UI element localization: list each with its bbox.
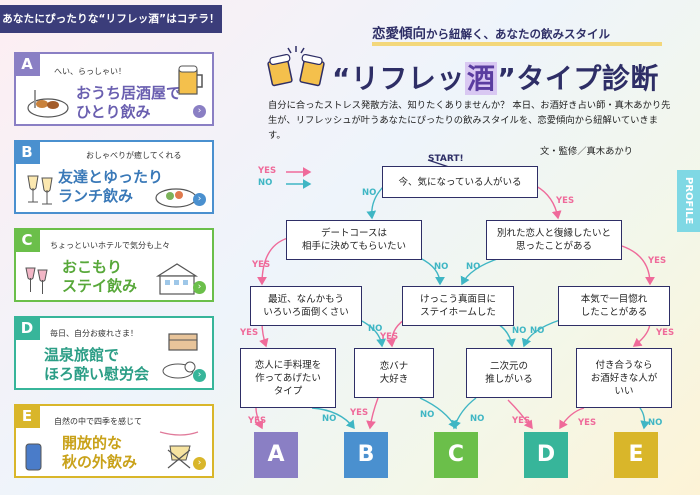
legend-no: NO bbox=[258, 178, 273, 188]
result-c[interactable]: C bbox=[434, 432, 478, 478]
title-part: ”タイプ診断 bbox=[497, 62, 659, 95]
credit-text: 文・監修／真木あかり bbox=[540, 146, 633, 157]
branch-no: NO bbox=[420, 410, 435, 420]
subtitle-highlight: 恋愛傾向 bbox=[372, 26, 426, 42]
result-card-c[interactable]: C ちょっといいホテルで気分も上々 おこもり ステイ飲み › bbox=[14, 228, 214, 302]
branch-yes: YES bbox=[556, 196, 575, 206]
branch-yes: YES bbox=[656, 328, 675, 338]
branch-no: NO bbox=[368, 324, 383, 334]
result-e[interactable]: E bbox=[614, 432, 658, 478]
branch-no: NO bbox=[322, 414, 337, 424]
food-plate-icon bbox=[27, 90, 69, 118]
question-8: 恋バナ 大好き bbox=[354, 348, 434, 398]
card-letter: A bbox=[14, 52, 40, 76]
beer-can-icon bbox=[25, 443, 42, 471]
card-title: 開放的な 秋の外飲み bbox=[62, 434, 138, 471]
result-card-b[interactable]: B おしゃべりが癒してくれる 友達とゆったり ランチ飲み › bbox=[14, 140, 214, 214]
question-6: 本気で一目惚れ したことがある bbox=[558, 286, 670, 326]
intro-text: 自分に合ったストレス発散方法、知りたくありませんか？ 本日、お酒好き占い師・真木… bbox=[268, 100, 671, 141]
card-letter: D bbox=[14, 316, 40, 340]
question-4: 最近、なんかもう いろいろ面倒くさい bbox=[250, 286, 362, 326]
question-2: デートコースは 相手に決めてもらいたい bbox=[286, 220, 422, 260]
wine-glasses-icon bbox=[25, 267, 48, 294]
branch-no: NO bbox=[470, 414, 485, 424]
card-letter: C bbox=[14, 228, 40, 252]
start-label: START! bbox=[428, 154, 464, 164]
branch-no: NO bbox=[530, 326, 545, 336]
card-letter: E bbox=[14, 404, 40, 428]
branch-no: NO bbox=[648, 418, 663, 428]
cheers-mugs-icon bbox=[267, 46, 325, 87]
branch-yes: YES bbox=[240, 328, 259, 338]
question-7: 恋人に手料理を 作ってあげたい タイプ bbox=[240, 348, 336, 408]
chevron-right-icon[interactable]: › bbox=[193, 281, 206, 294]
chevron-right-icon[interactable]: › bbox=[193, 369, 206, 382]
result-card-d[interactable]: D 毎日、自分お疲れさま！ 温泉旅館で ほろ酔い慰労会 › bbox=[14, 316, 214, 390]
beer-mug-icon bbox=[178, 65, 203, 95]
card-letter: B bbox=[14, 140, 40, 164]
branch-yes: YES bbox=[578, 418, 597, 428]
branch-no: NO bbox=[434, 262, 449, 272]
branch-no: NO bbox=[362, 188, 377, 198]
result-a[interactable]: A bbox=[254, 432, 298, 478]
card-title: 温泉旅館で ほろ酔い慰労会 bbox=[44, 346, 150, 383]
card-title: おこもり ステイ飲み bbox=[62, 258, 138, 295]
card-title: 友達とゆったり ランチ飲み bbox=[58, 168, 164, 205]
branch-yes: YES bbox=[252, 260, 271, 270]
subtitle-rest: から紐解く、あなたの飲みスタイル bbox=[426, 27, 610, 41]
branch-yes: YES bbox=[380, 332, 399, 342]
subtitle: 恋愛傾向から紐解く、あなたの飲みスタイル bbox=[372, 22, 610, 42]
result-card-e[interactable]: E 自然の中で四季を感じて 開放的な 秋の外飲み › bbox=[14, 404, 214, 478]
onsen-tub-icon bbox=[168, 333, 198, 351]
question-10: 付き合うなら お酒好きな人が いい bbox=[576, 348, 672, 408]
profile-tab[interactable]: PROFILE bbox=[677, 170, 700, 232]
card-tagline: ちょっといいホテルで気分も上々 bbox=[50, 241, 170, 250]
question-1: 今、気になっている人がいる bbox=[382, 166, 538, 198]
card-title: おうち居酒屋で ひとり飲み bbox=[76, 84, 182, 121]
question-5: けっこう真面目に ステイホームした bbox=[402, 286, 514, 326]
card-tagline: おしゃべりが癒してくれる bbox=[86, 151, 182, 160]
card-tagline: へい、らっしゃい！ bbox=[54, 67, 126, 76]
chevron-right-icon[interactable]: › bbox=[193, 105, 206, 118]
branch-yes: YES bbox=[648, 256, 667, 266]
lunch-plate-icon bbox=[155, 188, 197, 208]
page-title: “リフレッ酒”タイプ診断 bbox=[332, 57, 659, 97]
card-tagline: 毎日、自分お疲れさま！ bbox=[50, 329, 138, 338]
subtitle-underline bbox=[372, 42, 662, 46]
branch-yes: YES bbox=[248, 416, 267, 426]
chevron-right-icon[interactable]: › bbox=[193, 193, 206, 206]
branch-no: NO bbox=[466, 262, 481, 272]
result-d[interactable]: D bbox=[524, 432, 568, 478]
question-3: 別れた恋人と復縁したいと 思ったことがある bbox=[486, 220, 622, 260]
sidebar-banner: あなたにぴったりな“リフレッ酒”はコチラ！ bbox=[0, 5, 222, 33]
branch-no: NO bbox=[512, 326, 527, 336]
sleeping-cat-icon bbox=[162, 361, 196, 379]
branch-yes: YES bbox=[512, 416, 531, 426]
card-tagline: 自然の中で四季を感じて bbox=[54, 417, 142, 426]
legend-yes: YES bbox=[258, 166, 277, 176]
title-accent: 酒 bbox=[464, 62, 498, 95]
title-part: “リフレッ bbox=[332, 62, 465, 95]
result-b[interactable]: B bbox=[344, 432, 388, 478]
wine-glasses-icon bbox=[27, 175, 53, 205]
camp-chair-icon bbox=[159, 431, 199, 469]
question-9: 二次元の 推しがいる bbox=[466, 348, 552, 398]
chevron-right-icon[interactable]: › bbox=[193, 457, 206, 470]
result-card-a[interactable]: A へい、らっしゃい！ おうち居酒屋で ひとり飲み › bbox=[14, 52, 214, 126]
branch-yes: YES bbox=[350, 408, 369, 418]
